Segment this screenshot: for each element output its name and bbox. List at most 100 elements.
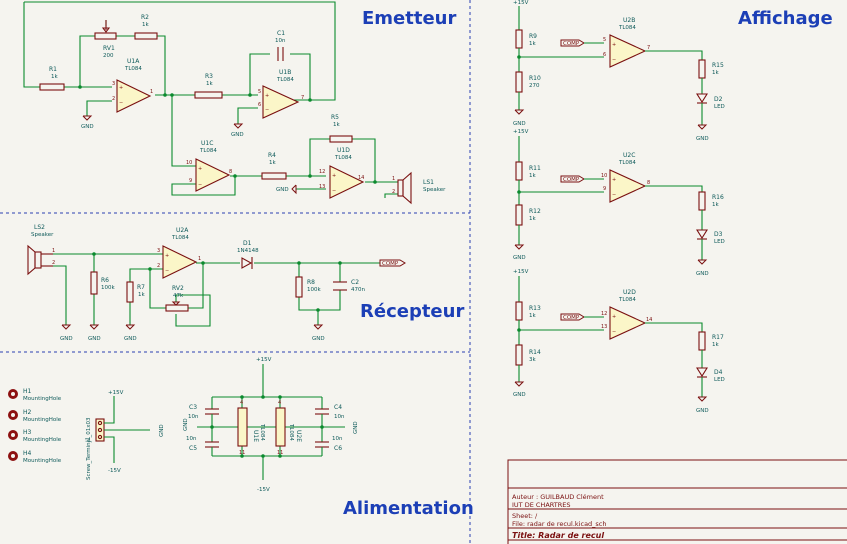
gnd-label: GND — [312, 336, 325, 342]
svg-text:U2D: U2D — [623, 289, 636, 296]
svg-text:12: 12 — [601, 311, 607, 317]
u1a-pin-plus: 3 — [112, 81, 115, 87]
c2-ref: C2 — [351, 279, 359, 286]
resistor-r7 — [126, 281, 134, 303]
svg-text:14: 14 — [646, 317, 652, 323]
rv1-ref: RV1 — [103, 45, 115, 52]
u1c-pin-out: 8 — [229, 169, 232, 175]
r4-ref: R4 — [268, 152, 276, 159]
opamp-u2b — [609, 34, 647, 68]
svg-text:+: + — [612, 42, 616, 48]
svg-text:1k: 1k — [529, 173, 536, 179]
r5-ref: R5 — [331, 114, 339, 121]
section-title-affichage: Affichage — [738, 8, 833, 29]
svg-text:U1E: U1E — [252, 430, 259, 442]
u1d-pin-plus: 12 — [319, 169, 325, 175]
svg-text:+15V: +15V — [513, 269, 529, 275]
svg-text:R16: R16 — [712, 194, 724, 201]
led-d2 — [696, 93, 708, 104]
svg-text:+: + — [332, 173, 336, 179]
svg-text:−: − — [612, 192, 616, 198]
svg-text:−: − — [265, 107, 269, 113]
svg-text:GND: GND — [183, 418, 189, 431]
svg-text:2: 2 — [392, 189, 395, 195]
svg-text:+15V: +15V — [256, 357, 272, 363]
u1c-pin-plus: 10 — [186, 160, 192, 166]
gnd-label: GND — [60, 336, 73, 342]
svg-text:−: − — [612, 329, 616, 335]
title-block-sheet: Sheet: / — [512, 512, 538, 520]
d1-value: 1N4148 — [237, 248, 259, 254]
svg-text:−: − — [332, 188, 336, 194]
resistor-r12 — [515, 204, 523, 226]
u2a-value: TL084 — [171, 235, 189, 241]
svg-text:10n: 10n — [332, 436, 343, 442]
svg-text:13: 13 — [601, 324, 607, 330]
resistor-r13 — [515, 301, 523, 321]
comp-net-label: COMP — [382, 261, 399, 267]
title-block-title: Title: Radar de recul — [512, 531, 604, 540]
svg-text:1: 1 — [52, 248, 55, 254]
rv2-value: 47k — [173, 293, 184, 299]
svg-text:1k: 1k — [712, 70, 719, 76]
svg-text:R9: R9 — [529, 33, 537, 40]
u1b-ref: U1B — [279, 69, 291, 76]
svg-text:GND: GND — [696, 408, 709, 414]
led-d4 — [696, 367, 708, 378]
svg-text:TL084: TL084 — [288, 423, 294, 441]
svg-text:R15: R15 — [712, 62, 724, 69]
r7-value: 1k — [138, 292, 145, 298]
r2-ref: R2 — [141, 14, 149, 21]
ls1-value: Speaker — [423, 187, 446, 193]
resistor-r3 — [194, 91, 223, 99]
resistor-r16 — [698, 191, 706, 211]
title-block-author: Auteur : GUILBAUD Clément — [512, 493, 604, 501]
opamp-u2d — [609, 306, 647, 340]
svg-text:R10: R10 — [529, 75, 541, 82]
title-block: Auteur : GUILBAUD Clément IUT DE CHARTRE… — [507, 459, 847, 544]
svg-text:R17: R17 — [712, 334, 724, 341]
svg-text:9: 9 — [603, 186, 606, 192]
svg-text:GND: GND — [513, 392, 526, 398]
resistor-r17 — [698, 331, 706, 351]
title-block-file: File: radar de recul.kicad_sch — [512, 520, 607, 528]
svg-text:C3: C3 — [189, 404, 197, 411]
svg-text:MountingHole: MountingHole — [23, 458, 62, 464]
r7-ref: R7 — [137, 284, 145, 291]
speaker-ls1 — [397, 179, 404, 197]
speaker-ls2 — [34, 251, 42, 269]
section-dividers — [0, 0, 471, 544]
section-title-alimentation: Alimentation — [343, 498, 474, 519]
u1d-ref: U1D — [337, 147, 350, 154]
svg-text:4: 4 — [240, 400, 243, 406]
r1-value: 1k — [51, 74, 58, 80]
u1b-value: TL084 — [276, 77, 294, 83]
resistor-r11 — [515, 161, 523, 181]
svg-text:1k: 1k — [712, 342, 719, 348]
svg-text:10n: 10n — [188, 414, 199, 420]
r2-value: 1k — [142, 22, 149, 28]
svg-text:−: − — [165, 268, 169, 274]
svg-text:COMP: COMP — [563, 177, 580, 183]
gnd-label: GND — [124, 336, 137, 342]
svg-text:270: 270 — [529, 83, 540, 89]
opamp-power-u2e — [275, 407, 286, 447]
svg-text:GND: GND — [696, 271, 709, 277]
u1c-value: TL084 — [199, 148, 217, 154]
mounting-hole-h2: H2 MountingHole — [8, 409, 62, 423]
u1c-ref: U1C — [201, 140, 213, 147]
svg-text:H3: H3 — [23, 429, 32, 436]
svg-text:COMP: COMP — [563, 41, 580, 47]
svg-text:+15V: +15V — [513, 129, 529, 135]
svg-text:3k: 3k — [529, 357, 536, 363]
resistor-r4 — [261, 172, 287, 180]
svg-text:+: + — [265, 93, 269, 99]
svg-text:10: 10 — [601, 173, 607, 179]
svg-text:+: + — [198, 166, 202, 172]
svg-text:8: 8 — [647, 180, 650, 186]
svg-text:2: 2 — [157, 263, 160, 269]
svg-text:1k: 1k — [529, 41, 536, 47]
svg-text:7: 7 — [647, 45, 650, 51]
